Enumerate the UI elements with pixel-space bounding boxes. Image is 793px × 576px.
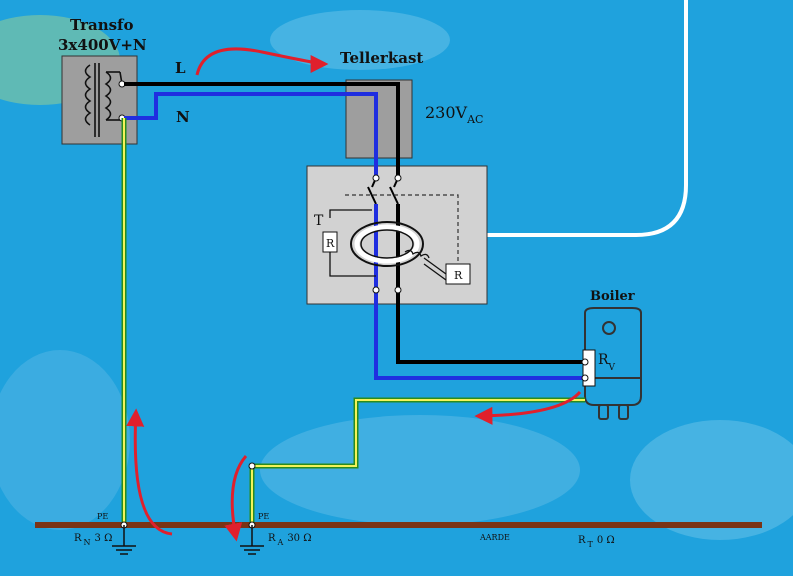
boiler-leak-resistance: RV [598, 352, 616, 373]
rcd-core-icon [350, 221, 430, 267]
meter-box-voltage: 230VAC [425, 103, 483, 126]
ground-icon-installation [240, 525, 264, 555]
neutral-wire [124, 92, 585, 380]
pe-label-right: PE [258, 512, 269, 521]
arrow-installation-earth [224, 455, 248, 542]
boiler-icon [584, 307, 642, 420]
arrow-live-flow [195, 47, 329, 76]
rcd-sense-resistor [445, 263, 471, 285]
neutral-label: N [176, 108, 190, 126]
rcd-test-label: T [314, 213, 324, 229]
arrow-return-to-transformer [126, 408, 173, 536]
boiler-name: Boiler [590, 289, 635, 304]
rcd-sense-resistor-label: R [454, 269, 463, 282]
ground-icon-transformer [112, 525, 136, 555]
pe-label-left: PE [97, 512, 108, 521]
arrow-boiler-leak [474, 390, 582, 425]
live-label: L [175, 59, 186, 77]
live-wire [124, 82, 585, 364]
transformer-rating: 3x400V+N [58, 36, 147, 54]
transformer-name: Transfo [70, 16, 134, 34]
rcd-mechanism [322, 174, 471, 294]
current-flow-arrows [126, 47, 582, 542]
rcd-test-resistor [322, 231, 338, 253]
meter-box-name: Tellerkast [340, 49, 423, 67]
meter-box [345, 79, 413, 159]
earth-label: AARDE [479, 533, 510, 542]
pe-wire-boiler [249, 397, 585, 525]
rcd-resistor-label: R [326, 237, 335, 250]
installation-boundary-line [487, 0, 688, 237]
